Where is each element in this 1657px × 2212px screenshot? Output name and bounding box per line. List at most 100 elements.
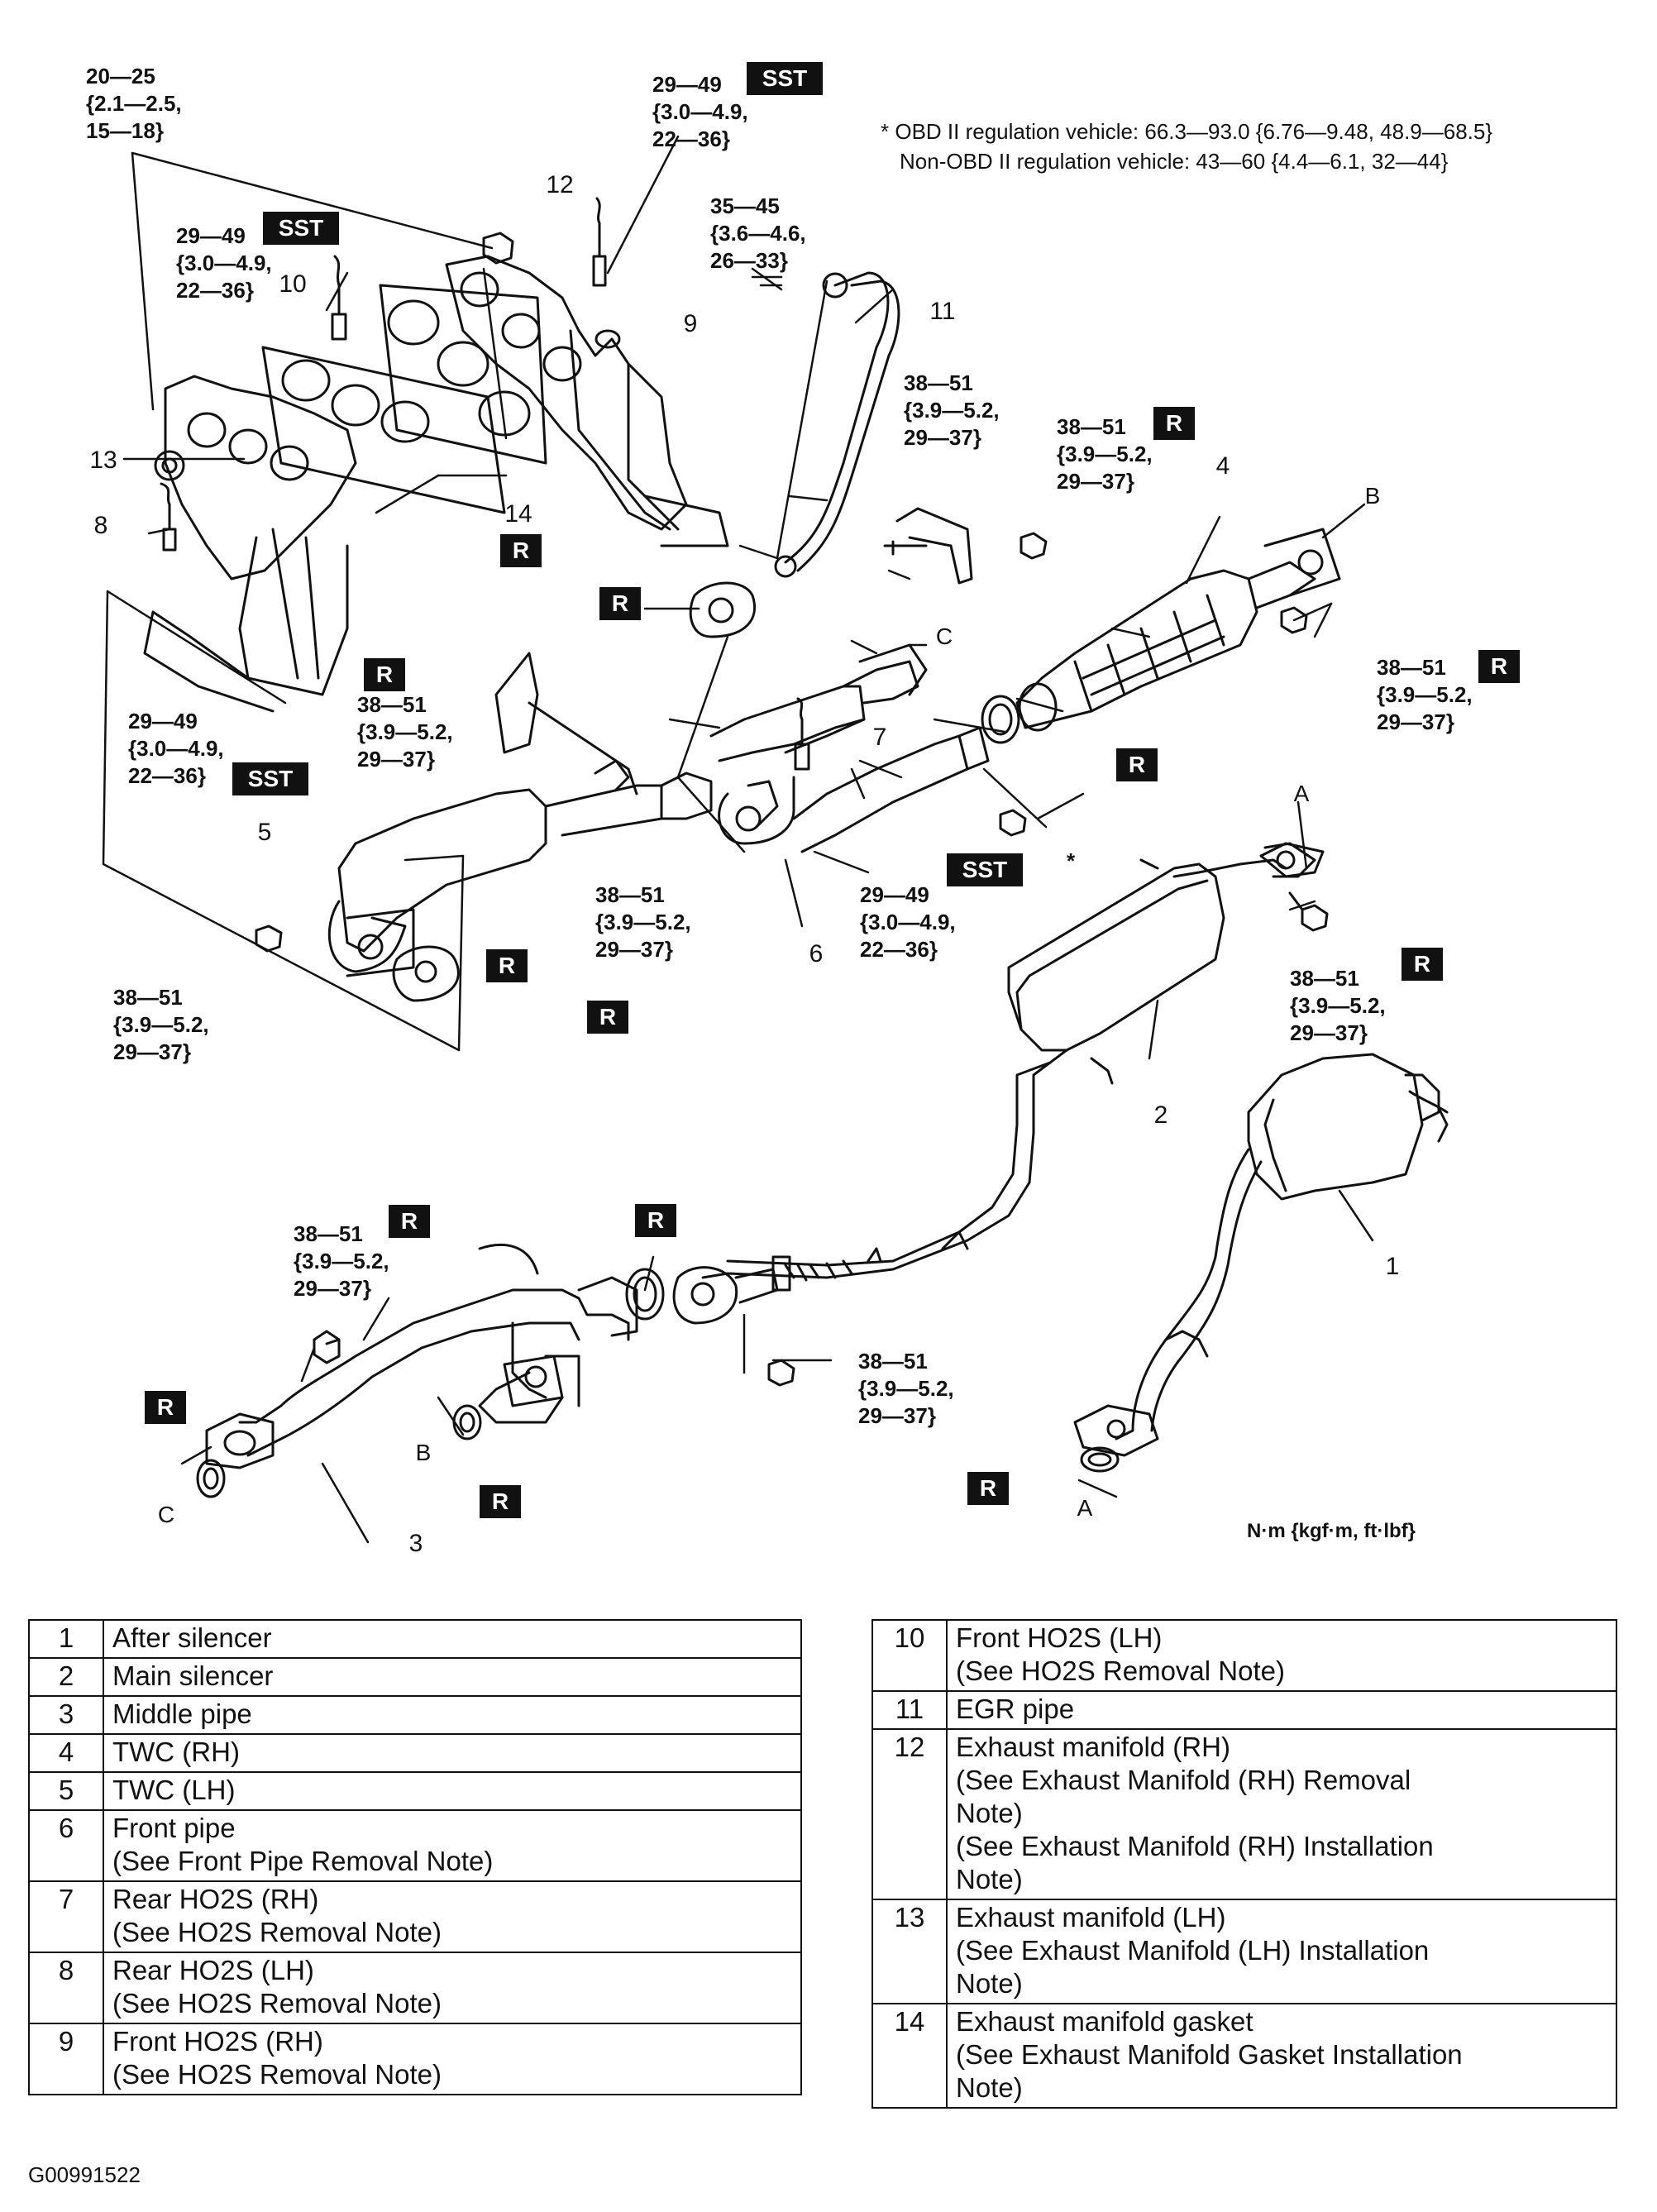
part-description: Front pipe(See Front Pipe Removal Note) xyxy=(103,1809,802,1882)
part-description: Rear HO2S (RH)(See HO2S Removal Note) xyxy=(103,1880,802,1953)
r-badge-5: R xyxy=(1478,650,1520,683)
torque-35-45: 35—45 {3.6—4.6, 26—33} xyxy=(710,193,806,273)
flange-a-upper xyxy=(1259,842,1329,932)
part-description-line: Exhaust manifold (RH) xyxy=(956,1732,1230,1762)
torque-38-51-c: 38—51 {3.9—5.2, 29—37} xyxy=(357,692,453,772)
exhaust-manifold-lh xyxy=(143,375,357,713)
callout-8: 8 xyxy=(93,512,108,539)
part-number: 6 xyxy=(28,1809,104,1882)
part-description: Front HO2S (LH)(See HO2S Removal Note) xyxy=(946,1619,1617,1692)
part-description-line: (See HO2S Removal Note) xyxy=(112,2059,442,2090)
torque-29-49-top-values: {3.0—4.9, 22—36} xyxy=(652,99,748,151)
callout-5: 5 xyxy=(257,819,272,846)
part-description-line: (See Exhaust Manifold (RH) Removal xyxy=(956,1765,1411,1795)
part-description-line: (See Exhaust Manifold Gasket Installatio… xyxy=(956,2039,1463,2070)
torque-38-51-g: 38—51 {3.9—5.2, 29—37} xyxy=(113,985,209,1064)
callout-14: 14 xyxy=(504,500,532,528)
callout-3: 3 xyxy=(408,1530,423,1557)
part-number: 13 xyxy=(871,1899,948,2004)
torque-38-51-h: 38—51 {3.9—5.2, 29—37} xyxy=(294,1221,389,1301)
callout-a-lower: A xyxy=(1077,1495,1093,1521)
gasket-a-lower xyxy=(1080,1446,1120,1473)
part-description: TWC (LH) xyxy=(103,1771,802,1811)
torque-38-51-f: 38—51 {3.9—5.2, 29—37} xyxy=(1290,966,1386,1045)
part-description-line: Front pipe xyxy=(112,1813,236,1843)
sst-badge-left: SST xyxy=(263,212,339,245)
r-badge-2: R xyxy=(500,534,542,567)
r-badge-8: R xyxy=(1402,948,1443,981)
r-badge-12: R xyxy=(145,1391,186,1424)
part-description-line: Rear HO2S (RH) xyxy=(112,1884,319,1914)
callout-4: 4 xyxy=(1215,452,1230,480)
gasket-center xyxy=(689,581,756,638)
part-description: Exhaust manifold gasket(See Exhaust Mani… xyxy=(946,2003,1617,2109)
figure-code: G00991522 xyxy=(28,2162,141,2187)
torque-20-25: 20—25 {2.1—2.5, 15—18} xyxy=(86,64,182,143)
gasket-twc-rh xyxy=(981,695,1020,744)
torque-38-51-d: 38—51 {3.9—5.2, 29—37} xyxy=(1377,655,1473,734)
r-badge-9: R xyxy=(587,1001,628,1034)
part-description-line: Note) xyxy=(956,1968,1023,1999)
part-description-line: TWC (RH) xyxy=(112,1737,240,1767)
torque-38-51-b: 38—51 xyxy=(1057,414,1126,439)
part-description: After silencer xyxy=(103,1619,802,1659)
torque-38-51-b-values: {3.9—5.2, 29—37} xyxy=(1057,442,1153,494)
callout-11: 11 xyxy=(929,298,956,325)
torque-29-49-mid: 29—49 {3.0—4.9, 22—36} xyxy=(860,882,956,962)
parts-table-row: 4 TWC (RH) xyxy=(28,1733,802,1773)
part-description-line: (See HO2S Removal Note) xyxy=(956,1655,1285,1686)
nut-top xyxy=(482,232,514,265)
bracket-bolt xyxy=(883,507,1048,585)
r-badge-7: R xyxy=(486,949,528,982)
part-description-line: (See HO2S Removal Note) xyxy=(112,1917,442,1947)
part-description-line: Rear HO2S (LH) xyxy=(112,1955,314,1985)
after-silencer xyxy=(1073,1053,1449,1457)
torque-29-49-top: 29—49 xyxy=(652,72,722,97)
torque-units-label: N·m {kgf·m, ft·lbf} xyxy=(1247,1520,1416,1542)
part-description: TWC (RH) xyxy=(103,1733,802,1773)
part-description: Front HO2S (RH)(See HO2S Removal Note) xyxy=(103,2023,802,2095)
sst-badge-bl: SST xyxy=(232,762,308,795)
middle-pipe-gaskets xyxy=(196,1266,795,1498)
main-silencer xyxy=(701,842,1316,1292)
part-description-line: Note) xyxy=(956,1798,1023,1828)
r-badge-14: R xyxy=(967,1472,1009,1505)
part-description: EGR pipe xyxy=(946,1690,1617,1730)
part-description-line: Exhaust manifold (LH) xyxy=(956,1902,1226,1933)
r-badge-11: R xyxy=(635,1204,676,1237)
egr-pipe xyxy=(774,271,900,578)
r-badge-3: R xyxy=(599,587,641,620)
part-description-line: TWC (LH) xyxy=(112,1775,236,1805)
part-number: 4 xyxy=(28,1733,104,1773)
part-description-line: Exhaust manifold gasket xyxy=(956,2006,1253,2037)
callout-b-upper: B xyxy=(1364,483,1381,509)
front-pipe xyxy=(709,643,990,853)
r-badge-4: R xyxy=(364,658,405,691)
r-badge-13: R xyxy=(480,1485,521,1518)
part-number: 1 xyxy=(28,1619,104,1659)
torque-38-51-e: 38—51 {3.9—5.2, 29—37} xyxy=(595,882,691,962)
part-number: 8 xyxy=(28,1952,104,2024)
callout-7: 7 xyxy=(872,724,887,751)
nut-sst-right xyxy=(999,809,1027,837)
twc-rh xyxy=(1015,528,1341,732)
part-number: 11 xyxy=(871,1690,948,1730)
torque-38-51-i: 38—51 {3.9—5.2, 29—37} xyxy=(858,1349,954,1428)
exhaust-manifold-rh xyxy=(445,255,729,547)
obd-note-line1: * OBD II regulation vehicle: 66.3—93.0 {… xyxy=(881,119,1493,144)
callout-b-lower: B xyxy=(415,1440,432,1465)
torque-38-51-a: 38—51 {3.9—5.2, 29—37} xyxy=(904,370,1000,450)
part-description: Rear HO2S (LH)(See HO2S Removal Note) xyxy=(103,1952,802,2024)
